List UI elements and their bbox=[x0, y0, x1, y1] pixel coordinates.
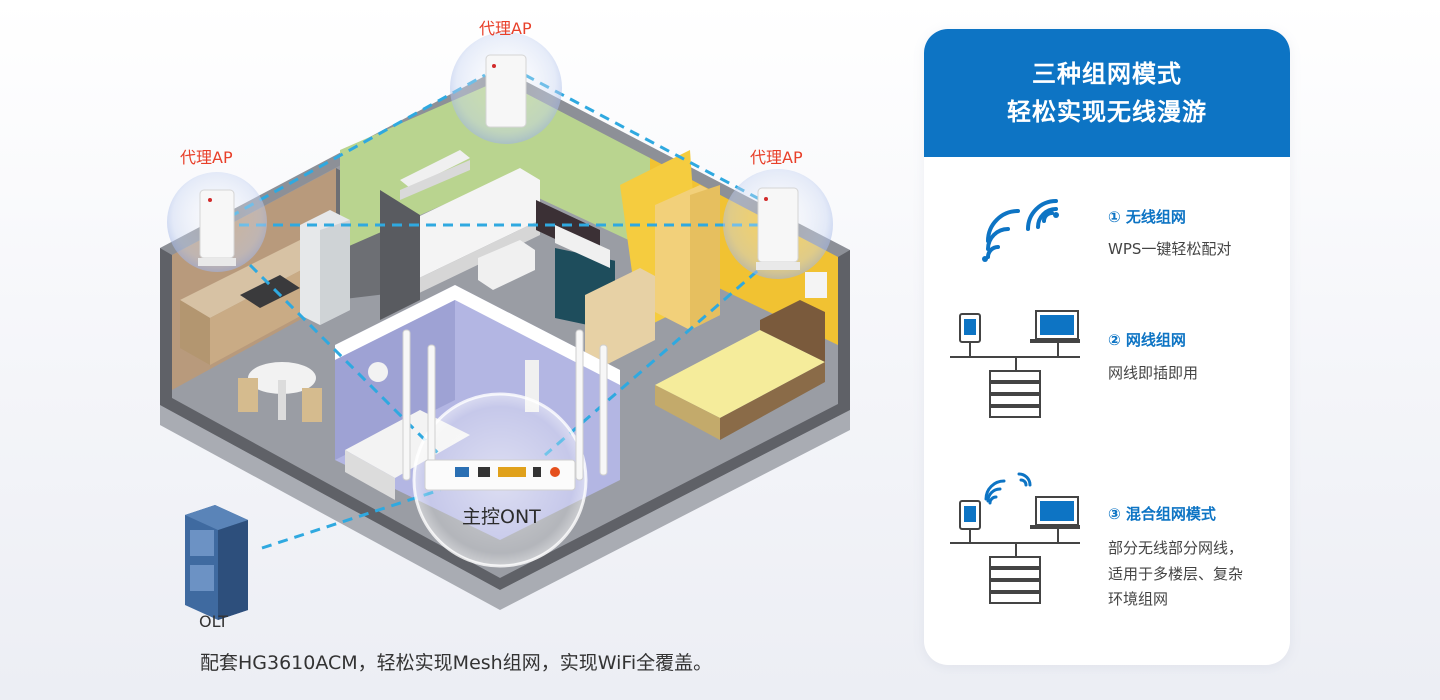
caption: 配套HG3610ACM，轻松实现Mesh组网，实现WiFi全覆盖。 bbox=[200, 652, 713, 674]
ap-node-right bbox=[723, 169, 833, 279]
ont-label: 主控ONT bbox=[462, 506, 541, 528]
ap-node-top bbox=[450, 32, 562, 144]
house-illustration bbox=[160, 32, 850, 620]
wired-network-icon bbox=[950, 310, 1080, 418]
hybrid-network-icon bbox=[950, 472, 1080, 604]
network-modes-panel: 三种组网模式 轻松实现无线漫游 ① 无线组网 WPS一键轻松配对 bbox=[924, 29, 1290, 665]
olt-label: OLT bbox=[199, 612, 229, 631]
ap-label-right: 代理AP bbox=[750, 148, 803, 167]
olt-cabinet bbox=[185, 505, 248, 620]
panel-header: 三种组网模式 轻松实现无线漫游 bbox=[924, 29, 1290, 157]
ap-node-left bbox=[167, 172, 267, 272]
mode-wired-title: ② 网线组网 bbox=[1108, 331, 1186, 349]
mode-hybrid-desc-1: 部分无线部分网线， bbox=[1108, 539, 1244, 557]
panel-title-line2: 轻松实现无线漫游 bbox=[1007, 98, 1207, 126]
mode-hybrid-desc-3: 环境组网 bbox=[1108, 590, 1169, 608]
ap-label-left: 代理AP bbox=[180, 148, 233, 167]
mode-wireless-desc: WPS一键轻松配对 bbox=[1108, 240, 1232, 258]
panel-title-line1: 三种组网模式 bbox=[1032, 60, 1182, 88]
mode-hybrid-desc-2: 适用于多楼层、复杂 bbox=[1108, 565, 1244, 583]
mode-wired-desc: 网线即插即用 bbox=[1108, 364, 1199, 382]
mode-wireless-title: ① 无线组网 bbox=[1108, 208, 1186, 226]
ap-label-top: 代理AP bbox=[479, 19, 532, 38]
mode-hybrid-title: ③ 混合组网模式 bbox=[1108, 505, 1216, 523]
ont-node bbox=[402, 329, 608, 568]
living-room-wall bbox=[340, 80, 650, 250]
wifi-signal-icon bbox=[982, 199, 1059, 262]
